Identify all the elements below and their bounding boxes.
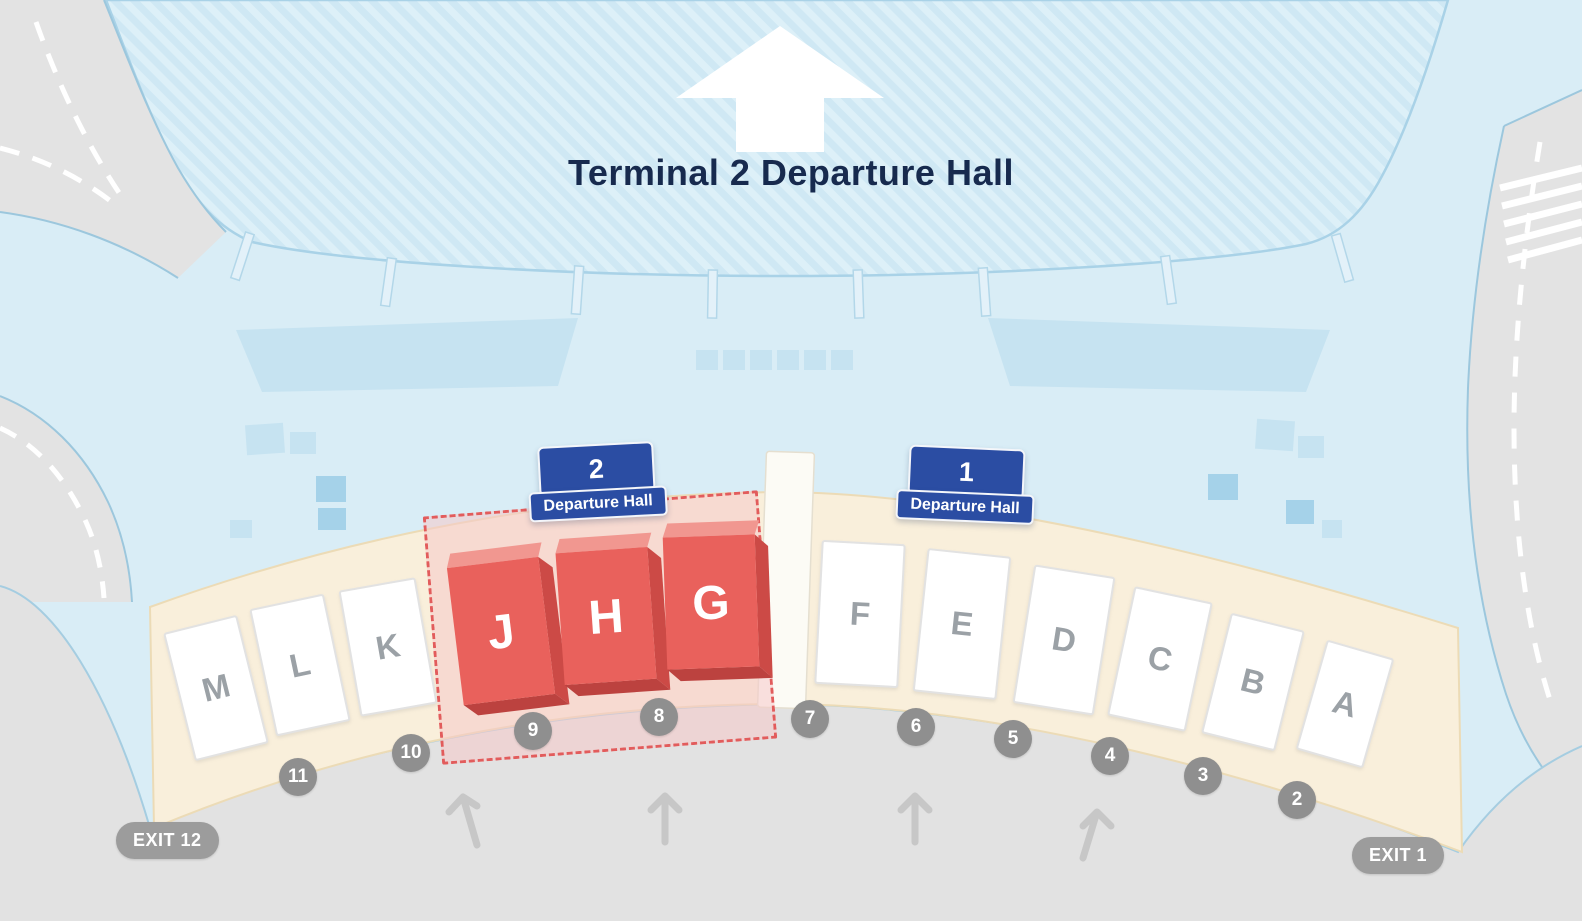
curbside-pavement — [0, 586, 1582, 921]
exit-1-badge: EXIT 1 — [1352, 837, 1445, 874]
gate-badge-9: 9 — [514, 712, 552, 750]
entrance-arrow-icon — [647, 792, 683, 846]
canopy-center-dashes — [696, 350, 853, 370]
zone-label-c: C — [1144, 637, 1176, 680]
zone-label-f: F — [848, 594, 872, 633]
zone-label-h: H — [587, 590, 625, 645]
gate-badge-10: 10 — [392, 734, 430, 772]
entrance-arrows — [445, 792, 1115, 862]
zone-label-l: L — [286, 644, 314, 685]
zone-block-g: G — [662, 520, 773, 682]
gate-badge-7: 7 — [791, 700, 829, 738]
terminal-direction-arrow-icon — [676, 26, 884, 152]
highlighted-zone-blocks: J H G — [446, 520, 773, 716]
canopy-right — [988, 318, 1330, 392]
road-left — [0, 395, 133, 603]
gate-badge-2: 2 — [1278, 781, 1316, 819]
zone-label-k: K — [372, 626, 403, 667]
entrance-arrow-icon — [897, 792, 933, 846]
departure-hall-1-label: Departure Hall — [895, 488, 1035, 525]
zone-label-j: J — [485, 605, 518, 661]
gate-badge-4: 4 — [1091, 737, 1129, 775]
entrance-arrow-icon — [1079, 808, 1115, 862]
road-top-left — [0, 0, 227, 279]
zone-label-g: G — [691, 576, 730, 630]
gate-badge-8: 8 — [640, 698, 678, 736]
crosswalk-stripes — [1499, 164, 1582, 264]
road-right — [1466, 89, 1582, 813]
exit-12-badge: EXIT 12 — [116, 822, 219, 859]
zone-label-d: D — [1049, 619, 1079, 660]
zone-label-b: B — [1237, 660, 1270, 703]
zone-label-e: E — [949, 603, 975, 644]
departure-hall-2-sign: 2 Departure Hall — [505, 439, 689, 523]
gate-badge-3: 3 — [1184, 757, 1222, 795]
zone-label-m: M — [198, 666, 234, 709]
gate-badge-5: 5 — [994, 720, 1032, 758]
entrance-arrow-icon — [445, 793, 481, 849]
zone-block-j: J — [446, 542, 570, 716]
gate-badge-11: 11 — [279, 758, 317, 796]
kiosk-shapes-right — [1208, 418, 1342, 538]
zone-box-e: E — [912, 548, 1012, 700]
terminal-columns — [229, 230, 1355, 319]
terminal-title: Terminal 2 Departure Hall — [568, 152, 1014, 193]
departure-hall-1-sign: 1 Departure Hall — [874, 443, 1057, 526]
kiosk-shapes-left — [230, 422, 346, 538]
zone-label-a: A — [1328, 682, 1362, 725]
zone-block-h: H — [555, 532, 671, 697]
gate-badge-6: 6 — [897, 708, 935, 746]
canopy-left — [236, 318, 578, 392]
zone-box-f: F — [814, 539, 906, 689]
